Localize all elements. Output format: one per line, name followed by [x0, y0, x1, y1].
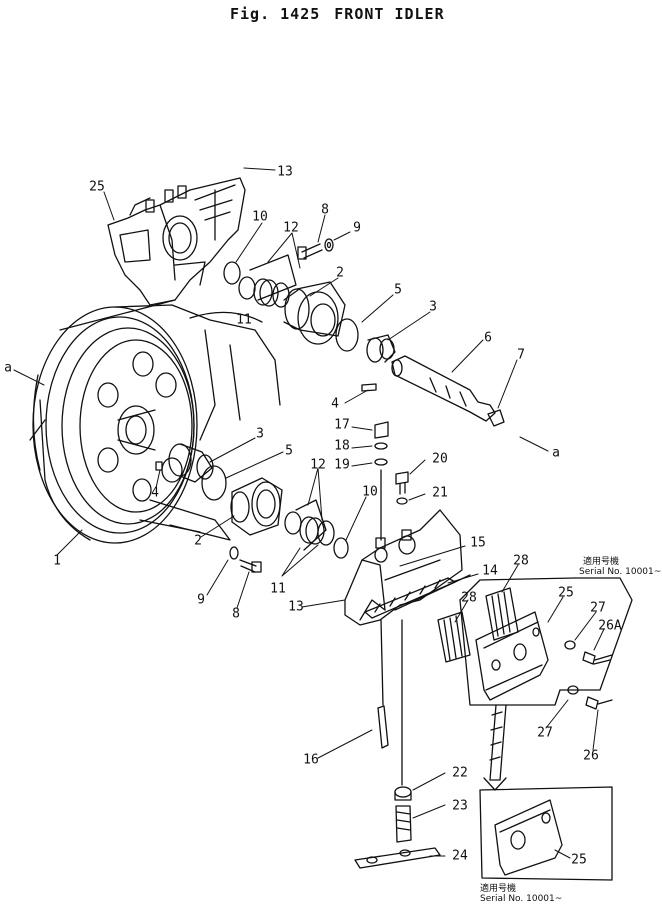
callout-12-lower: 12 [310, 457, 326, 473]
callout-12-upper: 12 [283, 220, 299, 236]
callout-13-lower: 13 [288, 599, 304, 615]
down-arrow [484, 705, 506, 790]
view-marker-left: a [4, 360, 12, 376]
rod-16 [378, 620, 388, 748]
bolt-8-upper [298, 239, 333, 259]
callout-5-lower: 5 [285, 443, 293, 459]
serial-note-bottom-line1: 適用号機 [480, 884, 517, 894]
callout-5-upper: 5 [394, 282, 402, 298]
callout-frame-serial [460, 578, 632, 705]
callout-14: 14 [482, 563, 498, 579]
bolt-20 [396, 472, 408, 504]
callout-9-upper: 9 [353, 220, 361, 236]
callout-24: 24 [452, 848, 468, 864]
callout-7: 7 [517, 347, 525, 363]
pads-28-right [486, 588, 518, 640]
serial-note-bottom-line2: Serial No. 10001~ [480, 894, 563, 904]
callout-6: 6 [484, 330, 492, 346]
collar-3-lower [169, 444, 213, 482]
callout-8-lower: 8 [232, 606, 240, 622]
serial-inset-box [480, 787, 612, 880]
serial-note-top-line1: 適用号機 [583, 557, 620, 567]
callout-28-left: 28 [461, 590, 477, 606]
figure-number: Fig. 1425 [230, 5, 321, 23]
callout-4-upper: 4 [331, 396, 339, 412]
callout-3-upper: 3 [429, 299, 437, 315]
callout-25-upper: 25 [89, 179, 105, 195]
view-marker-right: a [552, 445, 560, 461]
plug-7 [488, 410, 504, 426]
callout-26: 26 [583, 748, 599, 764]
idler-wheel [30, 300, 280, 543]
callout-26A: 26A [598, 618, 622, 634]
figure-name: FRONT IDLER [334, 5, 445, 23]
callout-27-lower: 27 [537, 725, 553, 741]
floating-seal-lower [285, 500, 334, 550]
o-ring-5-lower [202, 466, 226, 500]
lower-bracket [345, 510, 470, 625]
callout-2-lower: 2 [194, 533, 202, 549]
serial-note-top: 適用号機 Serial No. 10001~ [579, 557, 661, 577]
callout-18: 18 [334, 438, 350, 454]
housing-2-lower [231, 478, 282, 535]
callout-25-inset: 25 [571, 852, 587, 868]
callout-17: 17 [334, 417, 350, 433]
callout-20: 20 [432, 451, 448, 467]
callout-3-lower: 3 [256, 426, 264, 442]
callout-9-lower: 9 [197, 592, 205, 608]
callout-21: 21 [432, 485, 448, 501]
callout-15: 15 [470, 535, 486, 551]
pin-4-upper [362, 384, 376, 391]
o-ring-10-lower [334, 538, 348, 558]
callout-2-upper: 2 [336, 265, 344, 281]
callout-10-lower: 10 [362, 484, 378, 500]
o-ring-10-upper [224, 262, 240, 284]
housing-2-upper [284, 282, 345, 344]
adjuster-plate-14 [365, 578, 455, 618]
upper-bracket [108, 178, 245, 305]
o-ring-5-upper [336, 319, 358, 351]
spring-22-23-24 [355, 620, 440, 868]
callout-11-lower: 11 [270, 581, 286, 597]
callout-22: 22 [452, 765, 468, 781]
shaft-6 [392, 356, 495, 421]
stack-17-18-19 [375, 422, 388, 540]
callout-10-upper: 10 [252, 209, 268, 225]
callout-25-plate: 25 [558, 585, 574, 601]
washers-bolts-26-27 [565, 641, 612, 709]
callout-19: 19 [334, 457, 350, 473]
collar-3-upper [367, 335, 395, 362]
callout-8-upper: 8 [321, 202, 329, 218]
callout-4-lower: 4 [151, 485, 159, 501]
pads-28-left [438, 612, 470, 662]
leader-lines [14, 168, 604, 858]
callout-1: 1 [53, 553, 61, 569]
callout-11-upper: 11 [236, 312, 252, 328]
serial-note-top-line2: Serial No. 10001~ [579, 567, 662, 577]
callout-16: 16 [303, 752, 319, 768]
guide-plate-25 [476, 612, 548, 700]
callout-13-upper: 13 [277, 164, 293, 180]
callout-28-right: 28 [513, 553, 529, 569]
pin-4-lower [156, 462, 162, 470]
figure-title: Fig. 1425 FRONT IDLER [230, 5, 459, 23]
serial-note-bottom: 適用号機 Serial No. 10001~ [480, 884, 562, 904]
floating-seal-upper [239, 255, 296, 307]
callout-23: 23 [452, 798, 468, 814]
bolt-8-lower [230, 547, 261, 572]
callout-27-upper: 27 [590, 600, 606, 616]
